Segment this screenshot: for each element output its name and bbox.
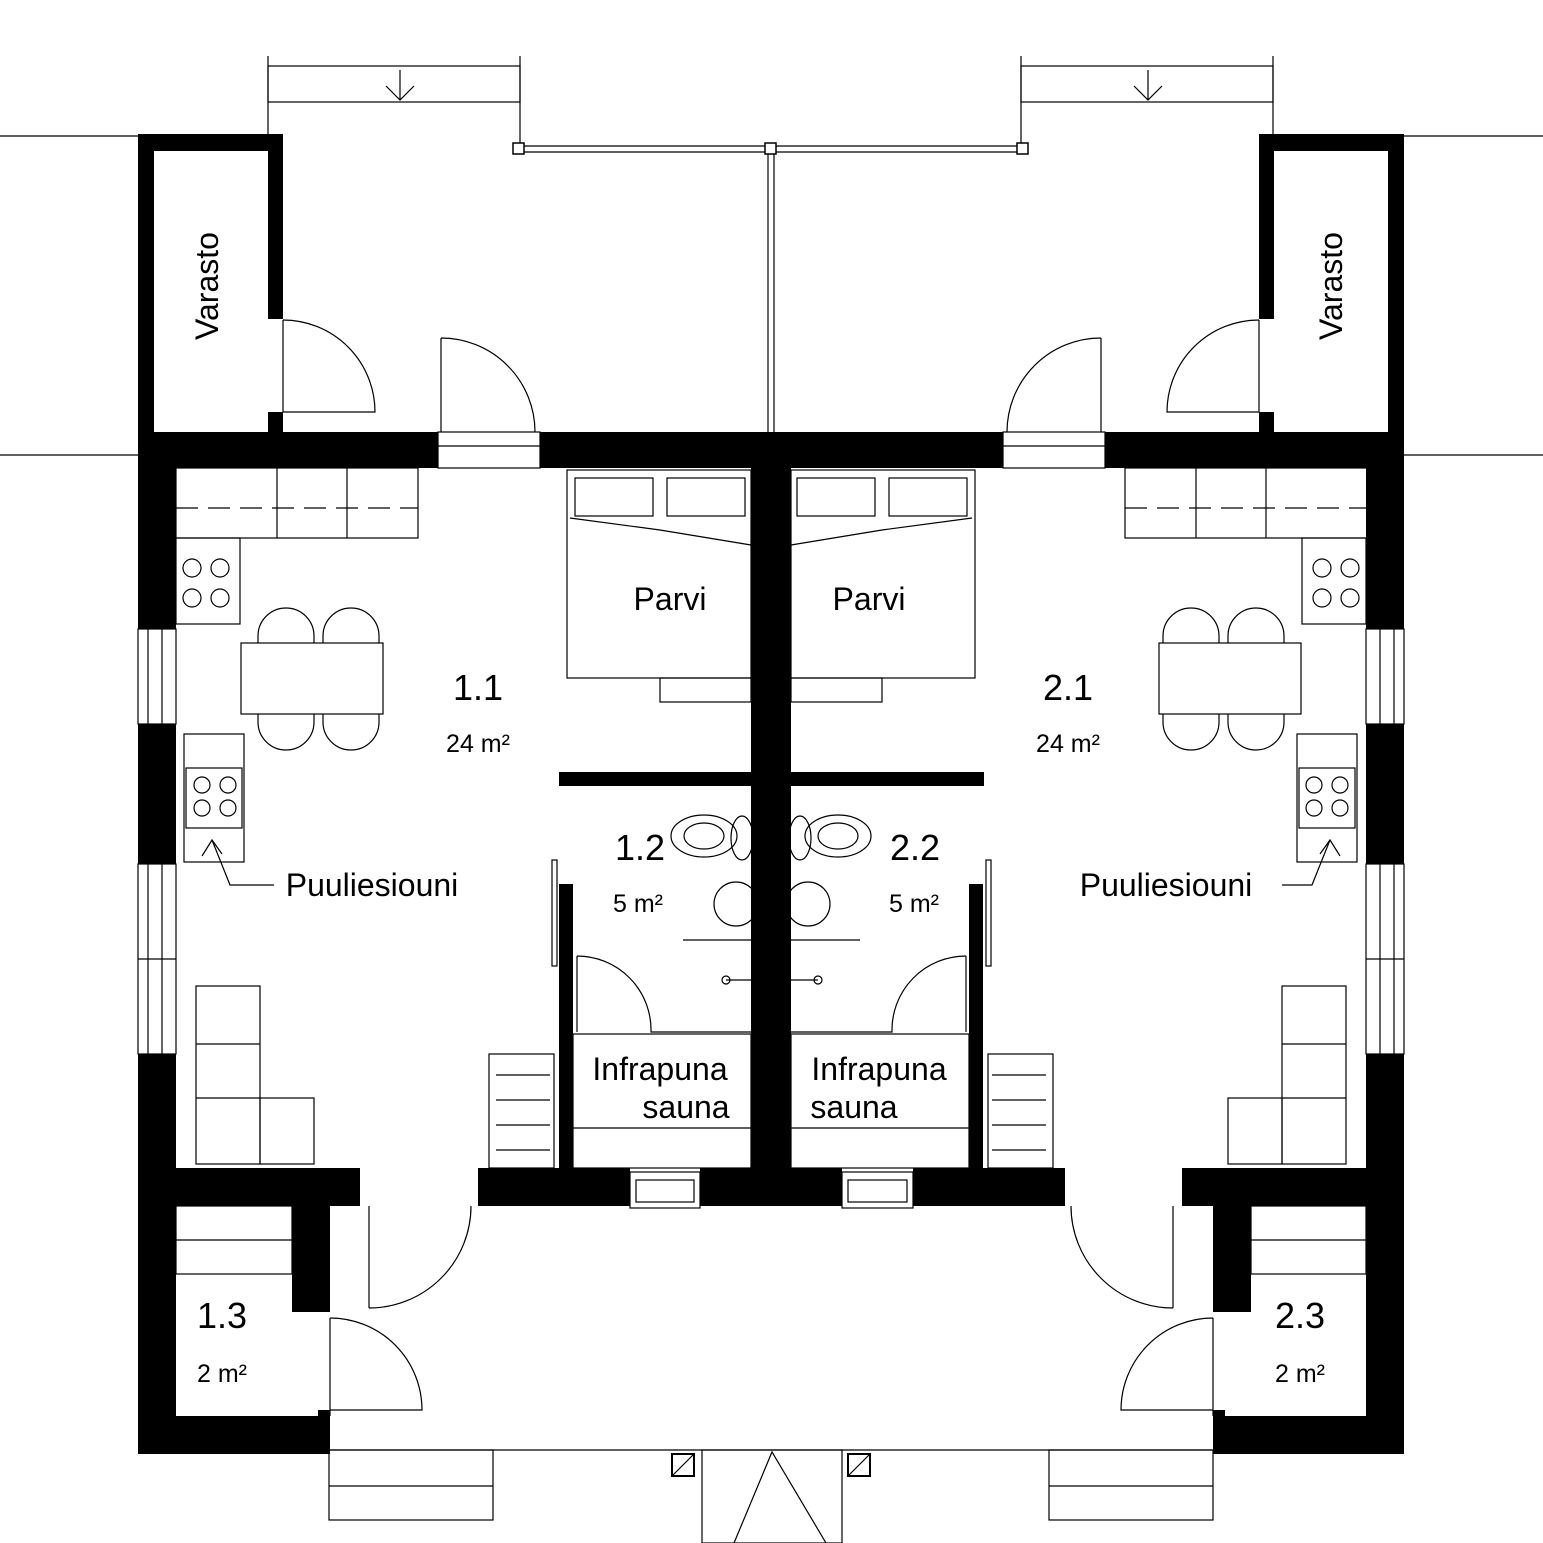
room-2-3-number: 2.3 xyxy=(1275,1295,1325,1336)
room-1-1-area: 24 m² xyxy=(446,730,510,758)
reference-lines xyxy=(0,135,1543,456)
windows xyxy=(137,431,1405,1209)
loft-right-label: Parvi xyxy=(833,581,906,617)
room-2-1-number: 2.1 xyxy=(1043,667,1093,708)
sauna-left-line1: Infrapuna xyxy=(592,1051,727,1087)
room-1-3-number: 1.3 xyxy=(197,1295,247,1336)
room-2-3-area: 2 m² xyxy=(1275,1360,1325,1388)
storage-right-label: Varasto xyxy=(1313,232,1349,340)
stove-right-label: Puuliesiouni xyxy=(1080,867,1253,903)
furniture xyxy=(175,467,1368,1275)
sauna-right-line2: sauna xyxy=(810,1089,897,1125)
walls xyxy=(138,134,1404,1454)
room-2-1-area: 24 m² xyxy=(1036,730,1100,758)
loft-left-label: Parvi xyxy=(634,581,707,617)
room-labels: Varasto Varasto Parvi Parvi 1.1 24 m² 2.… xyxy=(189,232,1349,1388)
sauna-right-line1: Infrapuna xyxy=(811,1051,946,1087)
room-1-2-number: 1.2 xyxy=(615,827,665,868)
entrance xyxy=(328,1449,1214,1543)
room-1-3-area: 2 m² xyxy=(197,1360,247,1388)
stove-left-label: Puuliesiouni xyxy=(286,867,459,903)
room-2-2-area: 5 m² xyxy=(889,890,939,918)
room-2-2-number: 2.2 xyxy=(890,827,940,868)
doors xyxy=(282,319,1260,1416)
room-1-2-area: 5 m² xyxy=(613,890,663,918)
room-1-1-number: 1.1 xyxy=(453,667,503,708)
storage-left-label: Varasto xyxy=(189,232,225,340)
terrace xyxy=(267,56,1274,434)
sauna-left-line2: sauna xyxy=(642,1089,729,1125)
